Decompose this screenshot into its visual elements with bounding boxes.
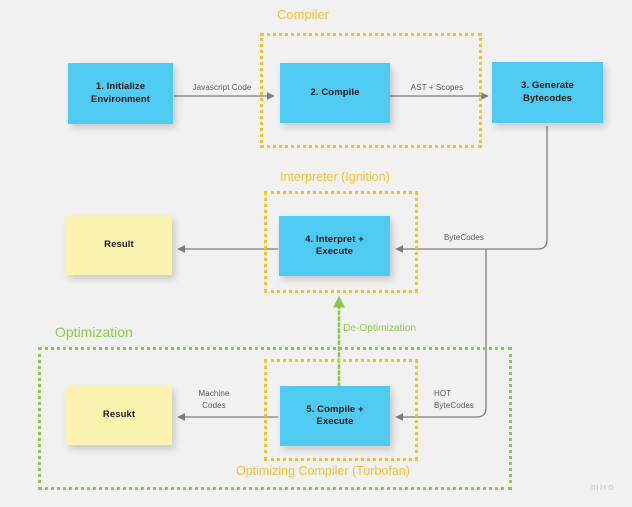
node-interpret-execute-line2: Execute [315, 246, 354, 257]
node-initialize-environment-line2: Environment [90, 93, 151, 105]
group-frame-compiler [260, 33, 482, 148]
node-compile-execute[interactable]: 5. Compile + Execute [280, 386, 390, 446]
node-compile-execute-line2: Execute [316, 416, 354, 427]
node-compile-line1: 2. Compile [310, 86, 360, 98]
connector-label-bytecodes: ByteCodes [443, 233, 485, 242]
miro-watermark: miro [591, 482, 615, 492]
connector-generate-to-optimize [395, 249, 487, 421]
group-label-compiler: Compiler [277, 7, 330, 22]
node-generate-bytecodes-line1: 3. Generate [521, 80, 574, 91]
node-result[interactable]: Result [66, 216, 172, 275]
node-initialize-environment[interactable]: 1. Initialize Environment [68, 63, 173, 124]
connector-label-deoptimization: De-Optimization [343, 323, 417, 334]
node-result-label: Result [104, 239, 134, 251]
node-initialize-environment-line1: 1. Initialize [95, 81, 146, 92]
group-label-interpreter: Interpreter (Ignition) [280, 170, 390, 184]
connector-label-ast-scopes: AST + Scopes [410, 83, 464, 92]
node-resukt-label: Resukt [102, 409, 136, 421]
node-generate-bytecodes[interactable]: 3. Generate Bytecodes [492, 62, 603, 123]
connector-generate-to-interpret [395, 126, 548, 253]
group-frame-interpreter [264, 191, 418, 293]
connector-label-hot-bytecodes: HOT ByteCodes [434, 389, 475, 410]
node-compile-execute-line1: 5. Compile + [306, 403, 364, 415]
group-label-turbofan: Optimizing Compiler (Turbofan) [236, 464, 410, 478]
group-frame-turbofan [264, 359, 418, 461]
group-label-optimization: Optimization [55, 324, 133, 340]
node-generate-bytecodes-line2: Bytecodes [523, 92, 572, 104]
node-compile[interactable]: 2. Compile [280, 63, 390, 123]
connector-label-machine-codes: Machine Codes [198, 389, 230, 410]
connector-label-javascript-code: Javascript Code [192, 83, 252, 92]
node-interpret-execute-line1: 4. Interpret + [305, 233, 364, 245]
node-interpret-execute[interactable]: 4. Interpret + Execute [279, 216, 390, 276]
group-frame-optimization [38, 347, 512, 490]
node-resukt[interactable]: Resukt [66, 386, 172, 445]
